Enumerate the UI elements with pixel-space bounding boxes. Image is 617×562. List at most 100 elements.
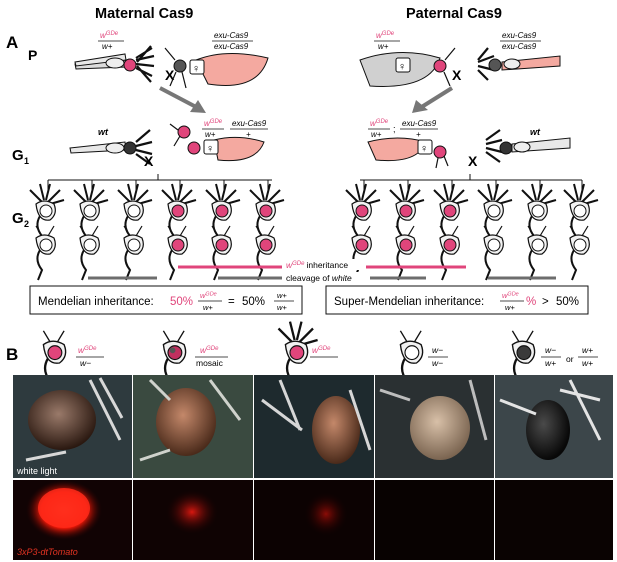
svg-text:♀: ♀ bbox=[192, 63, 200, 75]
g2-tree-maternal bbox=[47, 174, 272, 190]
g1-female-paternal: ♀ bbox=[367, 137, 449, 169]
cartoon-head-1 bbox=[42, 330, 67, 394]
svg-text:2: 2 bbox=[24, 219, 29, 229]
g2-female-head-paternal-2 bbox=[395, 225, 416, 281]
p-male-wgde-maternal bbox=[74, 45, 155, 83]
p-genotype-maternal-male: wGDe w+ bbox=[98, 31, 124, 51]
g2-female-head-paternal-6 bbox=[569, 225, 590, 281]
photo-red-5 bbox=[495, 480, 613, 560]
g2-offspring-heads bbox=[29, 183, 599, 281]
p-cross-paternal: X bbox=[452, 67, 462, 83]
svg-text:w−: w− bbox=[80, 358, 91, 368]
photo-white-3 bbox=[254, 375, 374, 478]
g2-male-head-paternal-3 bbox=[433, 183, 469, 247]
g1-female-maternal: ♀ bbox=[169, 123, 265, 162]
p-female-wgde-paternal: ♀ bbox=[359, 47, 456, 87]
genotype-label-2: wGDe mosaic bbox=[195, 345, 228, 368]
p-cross-maternal: X bbox=[165, 67, 175, 83]
photo-row-fluorescence: 3xP3-dtTomato bbox=[13, 480, 613, 560]
g2-female-head-paternal-1 bbox=[351, 225, 372, 281]
svg-text:w+: w+ bbox=[582, 358, 593, 368]
g1-genotype-maternal: wGDe w+ exu-Cas9 + bbox=[202, 119, 268, 139]
svg-text:w+: w+ bbox=[505, 303, 515, 312]
p-genotype-paternal-female: wGDe w+ bbox=[374, 31, 400, 51]
g2-female-head-maternal-1 bbox=[35, 225, 56, 281]
arrow-paternal bbox=[412, 100, 428, 113]
g2-male-head-maternal-3 bbox=[117, 183, 153, 247]
cartoon-head-4 bbox=[399, 330, 424, 394]
svg-text:wGDe: wGDe bbox=[376, 31, 395, 40]
genotype-label-1: wGDe w− bbox=[76, 345, 104, 368]
g1-wt-male-paternal bbox=[485, 129, 571, 163]
g1-cross-paternal: X bbox=[468, 153, 478, 169]
photo-white-4 bbox=[375, 375, 494, 478]
svg-text:exu-Cas9: exu-Cas9 bbox=[502, 42, 537, 51]
g2-female-head-paternal-5 bbox=[527, 225, 548, 281]
g2-male-head-maternal-6 bbox=[249, 183, 285, 247]
svg-text:w+: w+ bbox=[371, 130, 382, 139]
p-male-exu-paternal bbox=[477, 47, 561, 81]
genotype-label-3: wGDe bbox=[310, 345, 338, 358]
panel-b-label: B bbox=[6, 345, 18, 364]
svg-text:wGDe: wGDe bbox=[370, 119, 389, 128]
g1-cross-maternal: X bbox=[144, 153, 154, 169]
svg-text:Super-Mendelian inheritance:: Super-Mendelian inheritance: bbox=[334, 296, 484, 308]
svg-text:wGDe: wGDe bbox=[204, 119, 223, 128]
g2-female-head-paternal-4 bbox=[483, 225, 504, 281]
svg-text:50%: 50% bbox=[556, 296, 579, 308]
g2-male-head-paternal-1 bbox=[345, 183, 381, 247]
photo-red-4 bbox=[375, 480, 494, 560]
g2-tree-paternal bbox=[360, 174, 583, 190]
svg-text:>: > bbox=[542, 296, 549, 308]
g2-female-head-maternal-4 bbox=[167, 225, 188, 281]
paternal-title: Paternal Cas9 bbox=[406, 6, 502, 22]
svg-text:Mendelian inheritance:: Mendelian inheritance: bbox=[38, 296, 154, 308]
arrow-maternal bbox=[190, 100, 206, 113]
svg-text:or: or bbox=[566, 354, 574, 364]
svg-text:exu-Cas9: exu-Cas9 bbox=[502, 31, 537, 40]
mendelian-box: Mendelian inheritance: 50% wGDe w+ = 50%… bbox=[29, 285, 303, 315]
genotype-label-4: w− w− bbox=[428, 345, 448, 368]
g1-wt-maternal: wt bbox=[98, 127, 109, 137]
photo-white-1 bbox=[13, 375, 132, 478]
svg-text:w+: w+ bbox=[102, 42, 113, 51]
p-genotype-paternal-male: exu-Cas9 exu-Cas9 bbox=[500, 31, 541, 51]
cartoon-head-5 bbox=[511, 330, 536, 394]
photo-white-5 bbox=[495, 375, 613, 478]
svg-text:wGDe: wGDe bbox=[78, 345, 97, 355]
panel-a-label: A bbox=[6, 33, 18, 52]
cartoon-head-2 bbox=[162, 330, 187, 394]
g2-female-head-maternal-6 bbox=[255, 225, 276, 281]
g2-female-head-maternal-5 bbox=[211, 225, 232, 281]
row-label-white-light: white light bbox=[16, 466, 58, 476]
g2-male-head-paternal-6 bbox=[563, 183, 599, 247]
svg-text:wGDe: wGDe bbox=[200, 345, 219, 355]
g2-female-head-maternal-2 bbox=[79, 225, 100, 281]
svg-text:exu-Cas9: exu-Cas9 bbox=[402, 119, 437, 128]
svg-text:;: ; bbox=[393, 124, 396, 134]
g1-genotype-paternal: wGDe w+ ; exu-Cas9 + bbox=[368, 119, 438, 139]
row-label-fluorescence: 3xP3-dtTomato bbox=[17, 547, 78, 557]
gen-g1-label: G 1 bbox=[12, 147, 29, 166]
svg-text:50%: 50% bbox=[170, 296, 193, 308]
svg-text:exu-Cas9: exu-Cas9 bbox=[214, 42, 249, 51]
g2-male-head-maternal-1 bbox=[29, 183, 65, 247]
svg-text:%: % bbox=[526, 296, 536, 308]
svg-text:w+: w+ bbox=[582, 345, 593, 355]
photo-row-white-light: white light bbox=[13, 375, 613, 478]
g1-wt-paternal: wt bbox=[530, 127, 541, 137]
svg-text:1: 1 bbox=[24, 156, 29, 166]
svg-text:w+: w+ bbox=[378, 42, 389, 51]
svg-text:G: G bbox=[12, 210, 24, 227]
panel-b-cartoons bbox=[42, 321, 536, 394]
svg-text:w+: w+ bbox=[203, 303, 213, 312]
svg-text:w+: w+ bbox=[205, 130, 216, 139]
p-female-exu-maternal: ♀ bbox=[164, 47, 269, 89]
svg-text:w+: w+ bbox=[277, 303, 287, 312]
svg-text:w+: w+ bbox=[277, 291, 287, 300]
svg-text:wGDe: wGDe bbox=[100, 31, 119, 40]
cleavage-label: cleavage of white bbox=[286, 273, 352, 283]
gen-p-label: P bbox=[28, 47, 37, 63]
